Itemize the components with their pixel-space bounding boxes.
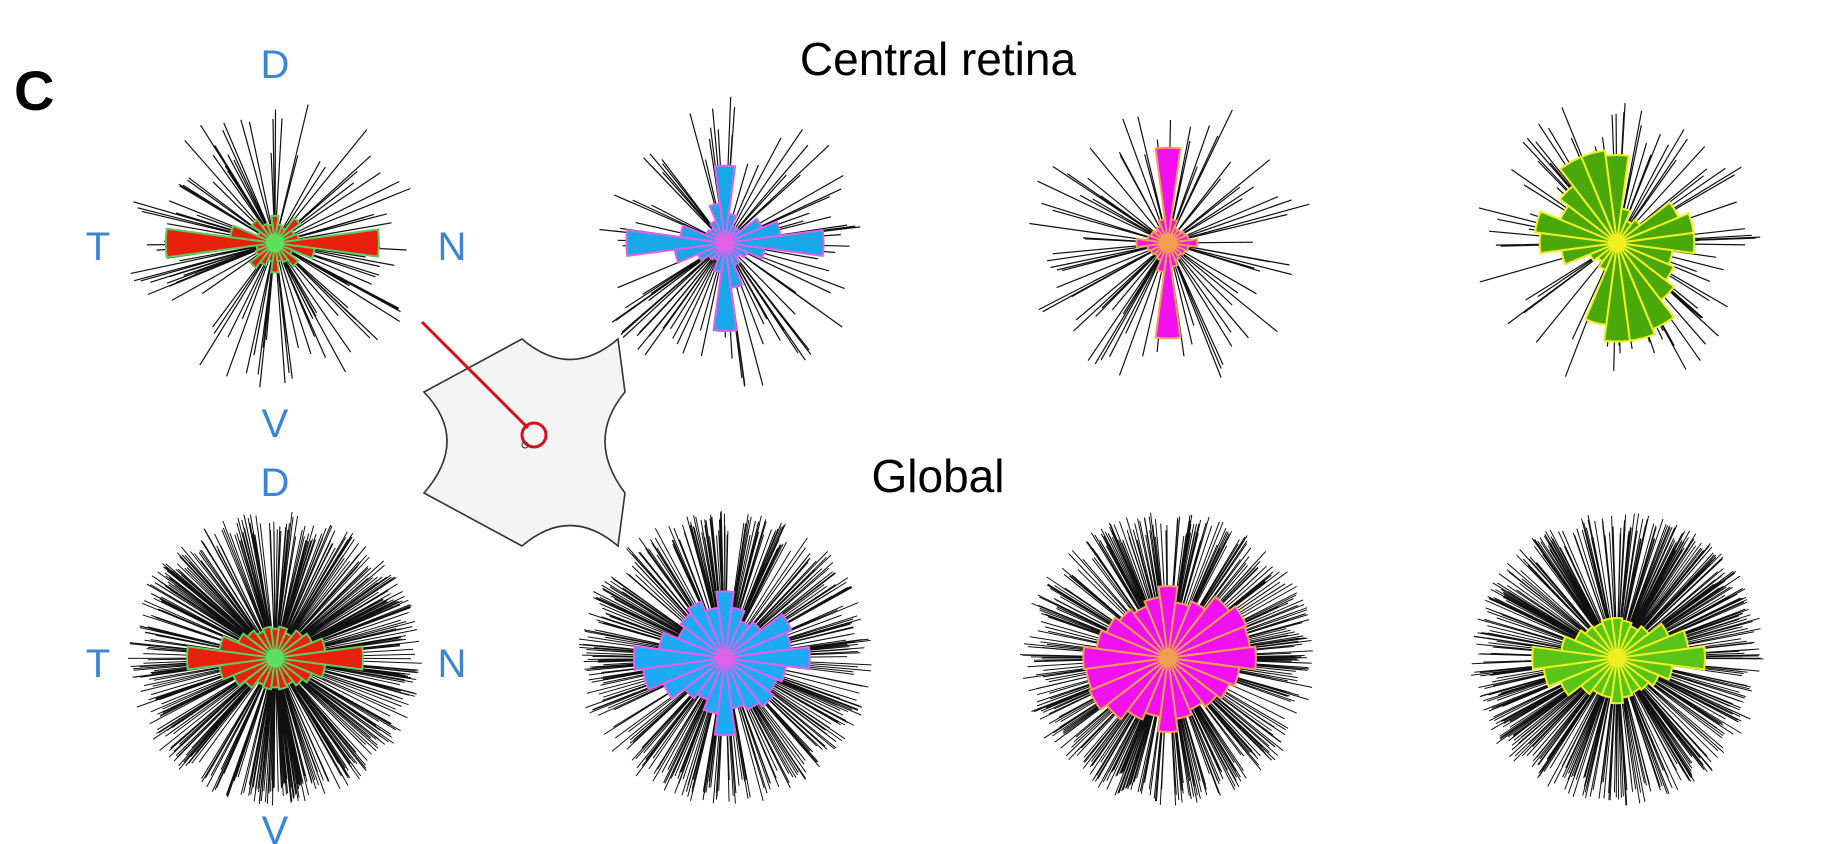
rose-petal bbox=[704, 606, 726, 659]
rose-petal bbox=[713, 164, 737, 244]
rose-plot-central-3 bbox=[1029, 109, 1310, 378]
rose-petal bbox=[715, 590, 735, 659]
rose-petal bbox=[274, 657, 304, 687]
rose-petal bbox=[1157, 657, 1179, 734]
rose-petal bbox=[1088, 657, 1169, 712]
nasal-label-global: N bbox=[438, 642, 467, 686]
rose-petal bbox=[246, 629, 276, 659]
rose-center-dot bbox=[266, 234, 284, 252]
rose-petal bbox=[625, 228, 726, 258]
rose-plot-central-2 bbox=[599, 96, 861, 387]
rose-center-dot bbox=[1159, 649, 1177, 667]
rose-petal bbox=[1583, 624, 1618, 659]
central-retina-title: Central retina bbox=[800, 33, 1077, 85]
rose-petal bbox=[164, 227, 276, 259]
nasal-label-central: N bbox=[438, 225, 467, 269]
ventral-label-central: V bbox=[262, 402, 289, 446]
rose-center-dot bbox=[716, 234, 734, 252]
rose-petal bbox=[270, 242, 280, 274]
rose-petal bbox=[724, 228, 825, 258]
rose-petal bbox=[274, 645, 364, 671]
optic-disc-dot bbox=[521, 441, 529, 449]
global-title: Global bbox=[872, 450, 1005, 502]
rose-petal bbox=[186, 645, 276, 671]
rose-petal bbox=[708, 202, 726, 244]
dorsal-label-global: D bbox=[261, 461, 290, 505]
rose-petal bbox=[1117, 607, 1169, 659]
rose-center-dot bbox=[1159, 234, 1177, 252]
spike-lines bbox=[1029, 109, 1310, 378]
rose-petal bbox=[724, 645, 811, 671]
rose-petal bbox=[724, 657, 776, 709]
rose-petal bbox=[1143, 596, 1169, 659]
rose-petal bbox=[1167, 604, 1248, 659]
rose-center-dot bbox=[1608, 234, 1626, 252]
dorsal-label-central: D bbox=[261, 43, 290, 87]
rose-petal bbox=[1105, 616, 1169, 659]
panel-letter: C bbox=[14, 59, 54, 122]
rose-petal bbox=[1167, 645, 1257, 671]
rose-petal bbox=[1167, 238, 1199, 248]
rose-petal bbox=[274, 228, 380, 258]
rose-petal bbox=[1616, 645, 1706, 671]
rose-plot-global-1 bbox=[127, 511, 422, 806]
rose-petal bbox=[1616, 657, 1651, 692]
rose-petal bbox=[1600, 617, 1618, 659]
rose-plot-central-4 bbox=[1478, 103, 1761, 377]
rose-petal bbox=[1579, 149, 1618, 244]
pointer-line bbox=[420, 320, 530, 430]
retina-schematic bbox=[420, 320, 626, 548]
spike-path bbox=[1029, 109, 1310, 378]
rose-petal bbox=[712, 242, 738, 332]
rose-petal bbox=[1082, 645, 1169, 671]
rose-petal bbox=[1531, 645, 1618, 671]
rose-plot-global-3 bbox=[1019, 512, 1313, 806]
rose-petal bbox=[1609, 657, 1625, 705]
rose-petal bbox=[1154, 242, 1182, 340]
rose-center-dot bbox=[716, 649, 734, 667]
rose-plots bbox=[127, 96, 1764, 806]
central-region-marker bbox=[520, 421, 548, 449]
rose-petal bbox=[632, 644, 726, 672]
temporal-label-central: T bbox=[86, 225, 110, 269]
rose-petal bbox=[270, 214, 280, 244]
rose-center-dot bbox=[1608, 649, 1626, 667]
rose-plot-central-1 bbox=[130, 104, 411, 388]
ventral-label-global: V bbox=[262, 809, 289, 844]
rose-center-dot bbox=[266, 649, 284, 667]
rose-petal bbox=[1167, 657, 1219, 709]
rose-petal bbox=[1157, 585, 1179, 659]
rose-plot-global-4 bbox=[1471, 513, 1764, 806]
temporal-label-global: T bbox=[86, 642, 110, 686]
rose-petal bbox=[724, 657, 761, 712]
rose-petal bbox=[724, 612, 793, 659]
rose-petal bbox=[1154, 146, 1182, 244]
rose-petal bbox=[1616, 231, 1696, 255]
rose-petal bbox=[686, 600, 726, 659]
rose-petal bbox=[713, 657, 737, 737]
rose-petal bbox=[1167, 657, 1231, 700]
rose-petal bbox=[1602, 242, 1632, 343]
rose-petal bbox=[1135, 237, 1169, 249]
rose-plot-global-2 bbox=[578, 510, 872, 804]
